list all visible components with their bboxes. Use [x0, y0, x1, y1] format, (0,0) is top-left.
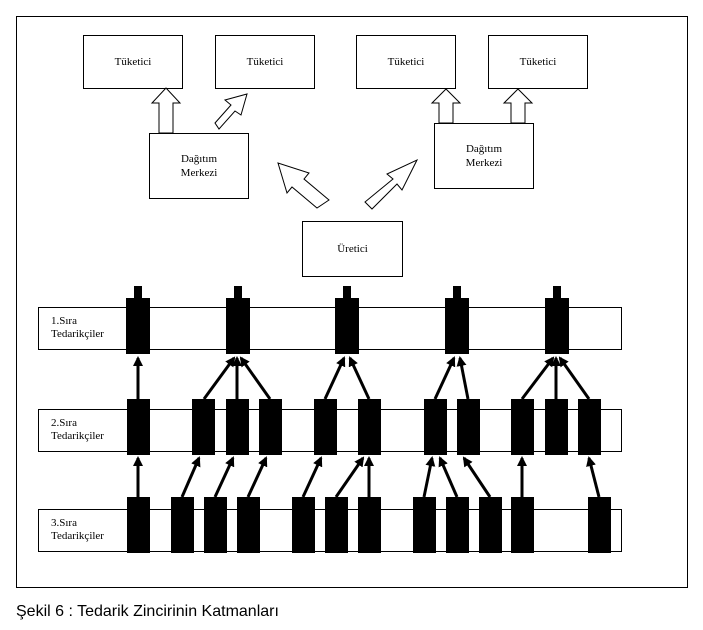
- tier-2-label-line2: Tedarikçiler: [51, 430, 104, 442]
- tier-3-supplier-block: [171, 497, 194, 553]
- supply-arrow: [456, 356, 470, 400]
- supply-arrow: [334, 456, 365, 498]
- distribution-center-label-line1: Dağıtım: [465, 143, 503, 155]
- tier-3-label-line1: 3.Sıra: [51, 517, 77, 529]
- tier-2-supplier-block: [226, 399, 249, 455]
- arrows-tier2-to-tier1: [133, 356, 591, 400]
- figure-caption: Şekil 6 : Tedarik Zincirinin Katmanları: [16, 603, 279, 620]
- tier-3-label-line2: Tedarikçiler: [51, 530, 104, 542]
- supply-arrow: [520, 356, 555, 400]
- supply-arrow: [422, 456, 436, 498]
- tier-3-supplier-block: [358, 497, 381, 553]
- tier-2-supplier-block: [545, 399, 568, 455]
- supply-arrow: [438, 456, 459, 498]
- distribution-center-label-line2: Merkezi: [180, 167, 218, 179]
- tier-3-supplier-block: [588, 497, 611, 553]
- consumer-label: Tüketici: [387, 56, 425, 68]
- tier-2-supplier-block: [511, 399, 534, 455]
- tier-2-suppliers: [127, 399, 601, 455]
- tier-1-suppliers: [126, 286, 569, 354]
- tier-1-supplier-block: [445, 298, 469, 354]
- tier-1-label: 1.Sıra Tedarikçiler: [51, 315, 104, 341]
- supply-arrow: [180, 456, 201, 498]
- producer-box: Üretici: [302, 221, 403, 277]
- tier-3-supplier-block: [511, 497, 534, 553]
- tier-2-label: 2.Sıra Tedarikçiler: [51, 417, 104, 443]
- tier-2-supplier-block: [192, 399, 215, 455]
- distribution-center-box-2: Dağıtım Merkezi: [434, 123, 534, 189]
- tier-2-supplier-block: [127, 399, 150, 455]
- supply-arrow: [213, 456, 235, 498]
- diagram-frame: [16, 16, 688, 588]
- hollow-arrow-producer-dc2: [364, 158, 419, 210]
- tier-2-supplier-block: [259, 399, 282, 455]
- supply-arrow: [586, 456, 601, 498]
- tier-3-supplier-block: [292, 497, 315, 553]
- consumer-box-1: Tüketici: [83, 35, 183, 89]
- tier-3-supplier-block: [325, 497, 348, 553]
- tier-3-supplier-block: [204, 497, 227, 553]
- tier-1-label-line2: Tedarikçiler: [51, 328, 104, 340]
- tier-3-supplier-block: [413, 497, 436, 553]
- consumer-box-3: Tüketici: [356, 35, 456, 89]
- consumer-box-2: Tüketici: [215, 35, 315, 89]
- supply-arrow: [348, 356, 371, 400]
- tier-3-supplier-block: [479, 497, 502, 553]
- supply-arrow: [558, 356, 591, 400]
- tier-2-label-line1: 2.Sıra: [51, 417, 77, 429]
- consumer-label: Tüketici: [114, 56, 152, 68]
- tier-2-supplier-block: [424, 399, 447, 455]
- consumer-label: Tüketici: [246, 56, 284, 68]
- tier-3-supplier-block: [446, 497, 469, 553]
- arrows-tier3-to-tier2: [133, 456, 601, 498]
- consumer-label: Tüketici: [519, 56, 557, 68]
- tier-3-supplier-block: [237, 497, 260, 553]
- distribution-center-label-line2: Merkezi: [465, 157, 503, 169]
- hollow-arrow-dc2-consumer4: [502, 88, 534, 124]
- tier-2-supplier-block: [358, 399, 381, 455]
- supply-arrow: [323, 356, 346, 400]
- supply-arrow: [462, 456, 492, 498]
- tier-2-supplier-block: [457, 399, 480, 455]
- hollow-arrow-dc2-consumer3: [430, 88, 462, 124]
- supply-arrow: [301, 456, 323, 498]
- tier-1-supplier-block: [545, 298, 569, 354]
- consumer-box-4: Tüketici: [488, 35, 588, 89]
- tier-1-supplier-block: [126, 298, 150, 354]
- hollow-arrow-dc1-consumer1: [150, 87, 182, 134]
- tier-2-supplier-block: [578, 399, 601, 455]
- tier-3-suppliers: [127, 497, 611, 553]
- supply-arrow: [433, 356, 456, 400]
- hollow-arrow-dc1-consumer2: [214, 93, 248, 130]
- distribution-center-label-line1: Dağıtım: [180, 153, 218, 165]
- hollow-arrow-producer-dc1: [277, 162, 330, 209]
- producer-label: Üretici: [337, 243, 368, 255]
- tier-3-label: 3.Sıra Tedarikçiler: [51, 517, 104, 543]
- tier-3-supplier-block: [127, 497, 150, 553]
- tier-1-supplier-block: [226, 298, 250, 354]
- supply-arrow: [239, 356, 272, 400]
- supply-arrow: [202, 356, 236, 400]
- supply-arrow: [246, 456, 268, 498]
- tier-1-label-line1: 1.Sıra: [51, 315, 77, 327]
- distribution-center-box-1: Dağıtım Merkezi: [149, 133, 249, 199]
- tier-1-supplier-block: [335, 298, 359, 354]
- tier-2-supplier-block: [314, 399, 337, 455]
